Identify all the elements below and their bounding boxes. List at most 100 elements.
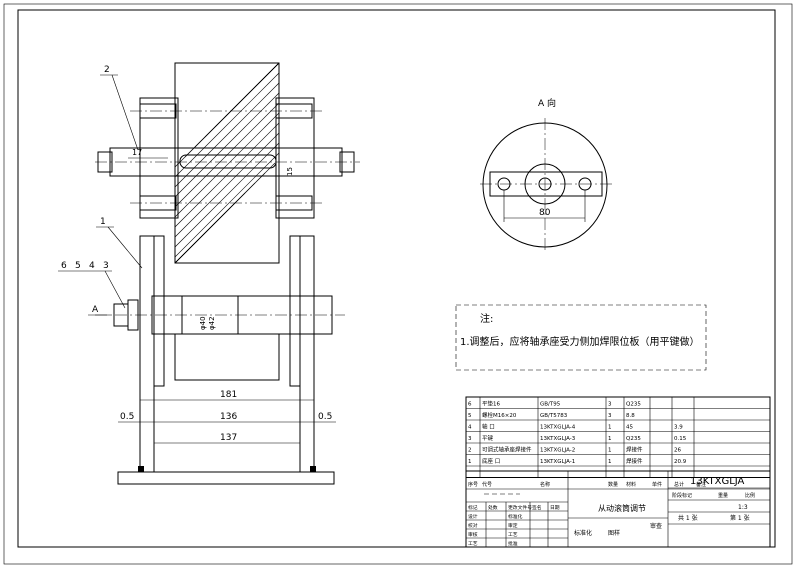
- title-block-frame: [465, 470, 771, 548]
- side-plate-right-outer: [299, 235, 315, 473]
- roller-body: [174, 62, 280, 264]
- bom-header-cell: 序号: [468, 481, 478, 488]
- keyway-slot: [179, 154, 277, 169]
- bom-cell: 1: [608, 436, 612, 442]
- bom-cell: 13KTXGLJA-3: [540, 436, 576, 442]
- hatch-line: [174, 132, 280, 238]
- hatch-line: [174, 162, 276, 264]
- bom-cell: 平键: [482, 434, 494, 442]
- sig-cell: 校对: [468, 522, 478, 529]
- note-frame: [455, 304, 707, 371]
- bom-cell: 0.15: [674, 436, 687, 442]
- leader-6543b: [104, 270, 126, 309]
- shaft-end-washer: [127, 299, 139, 331]
- bom-cell: 6: [468, 402, 472, 408]
- bom-cell: Q235: [626, 436, 641, 442]
- bearing-housing-right: [275, 97, 315, 219]
- bom-header-cell: 代号: [482, 481, 492, 488]
- main-section-view: 181 136 137 0.5 0.5 17 15 φ40 φ42 2 1 6 …: [58, 62, 360, 485]
- note-box: 注: 1.调整后，应将轴承座受力侧加焊限位板（用平键做）: [455, 304, 707, 371]
- sheet-total: 共 1 张: [678, 514, 698, 522]
- bom-cell: 焊接件: [626, 457, 643, 465]
- bom-cell: 26: [674, 448, 681, 454]
- sig-cell: 更改文件号: [508, 504, 532, 511]
- stage-mark: 阶段标记: [672, 492, 692, 499]
- bom-cell: 平垫16: [482, 400, 500, 408]
- scale-label: 比例: [745, 492, 755, 499]
- bom-header-cell: 名称: [540, 481, 550, 488]
- sig-cell: 标准化: [508, 513, 523, 520]
- end-bolt-left: [97, 151, 113, 173]
- hatch-line: [174, 122, 280, 228]
- sig-cell: 审定: [508, 522, 518, 529]
- bom-cell: 2: [468, 448, 472, 454]
- bom-cell: 5: [468, 413, 472, 419]
- bom-cell: Q235: [626, 402, 641, 408]
- side-plate-left-inner: [153, 235, 165, 387]
- roller-hatch: [174, 62, 280, 264]
- base-plate: [117, 471, 335, 485]
- balloon-3: 3: [103, 261, 109, 271]
- bom-cell: 3: [608, 413, 612, 419]
- bottom-label-0: 标准化: [574, 529, 592, 537]
- drawing-title: 从动滚筒调节: [598, 503, 646, 513]
- sig-cell: 签名: [532, 504, 542, 511]
- bom-cell: 4: [468, 425, 472, 431]
- hatch-line: [174, 82, 280, 188]
- hatch-line: [274, 62, 280, 68]
- bom-cell: 3: [608, 402, 612, 408]
- scale-value: 1:3: [738, 504, 748, 511]
- dim-136: 136: [220, 412, 237, 422]
- inner-frame: [17, 9, 776, 548]
- bom-cell: 13KTXGLJA-2: [540, 448, 575, 454]
- bom-cell: GB/T5783: [540, 413, 568, 419]
- sig-cell: 标记: [468, 504, 478, 511]
- sig-cell: 批准: [508, 540, 518, 547]
- dim-dia-1: φ40: [199, 316, 207, 330]
- bom-cell: 轴 口: [482, 423, 495, 431]
- note-text: 1.调整后，应将轴承座受力侧加焊限位板（用平键做）: [460, 335, 700, 348]
- bom-cell: 45: [626, 425, 633, 431]
- bom-cell: 1: [608, 459, 612, 465]
- bom-cell: GB/T95: [540, 402, 561, 408]
- sig-cell: 日期: [550, 505, 560, 511]
- balloon-1: 1: [100, 217, 106, 227]
- sheet-number: 第 1 张: [730, 514, 750, 522]
- balloon-5: 5: [75, 261, 81, 271]
- dim-17: 17: [132, 148, 142, 157]
- sig-cell: 工艺: [508, 532, 518, 538]
- leader-1b: [107, 226, 143, 269]
- view-a-label: A 向: [538, 97, 556, 109]
- bottom-label-2: 审查: [650, 522, 662, 530]
- balloon-2: 2: [104, 65, 110, 75]
- bom-cell: 焊接件: [626, 446, 643, 454]
- balloon-6: 6: [61, 261, 67, 271]
- dim-15: 15: [286, 167, 294, 176]
- bom-cell: 1: [608, 425, 612, 431]
- bom-cell: 3: [468, 436, 472, 442]
- bom-cell: 1: [608, 448, 612, 454]
- hatch-line: [174, 72, 280, 178]
- view-a-dim-80-text: 80: [539, 208, 551, 218]
- hatch-line: [174, 152, 280, 258]
- bom-cell: 13KTXGLJA-4: [540, 425, 576, 431]
- side-plate-right-inner: [289, 235, 301, 387]
- bom-cell: 底座 口: [482, 457, 500, 465]
- bom-header-cell: 总计: [674, 481, 684, 488]
- note-title: 注:: [480, 312, 493, 325]
- title-block: 13KTXGLJA 从动滚筒调节 阶段标记 重量 比例 1:3 共 1 张 第 …: [465, 470, 771, 548]
- bom-header-cell: 备注: [696, 481, 706, 488]
- dim-05-left: 0.5: [120, 412, 134, 422]
- welds-left: [138, 466, 144, 472]
- bom-header-cell: 材料: [626, 481, 636, 488]
- hatch-line: [174, 142, 280, 248]
- bom-cell: 8.8: [626, 413, 635, 419]
- hatch-line: [174, 92, 280, 198]
- welds-right: [310, 466, 316, 472]
- bom-header-cell: 单件: [652, 481, 662, 488]
- dim-137: 137: [220, 433, 237, 443]
- end-bolt-right: [339, 151, 355, 173]
- bom-cell: 螺栓M16×20: [482, 411, 517, 419]
- dim-dia-2: φ42: [208, 316, 216, 330]
